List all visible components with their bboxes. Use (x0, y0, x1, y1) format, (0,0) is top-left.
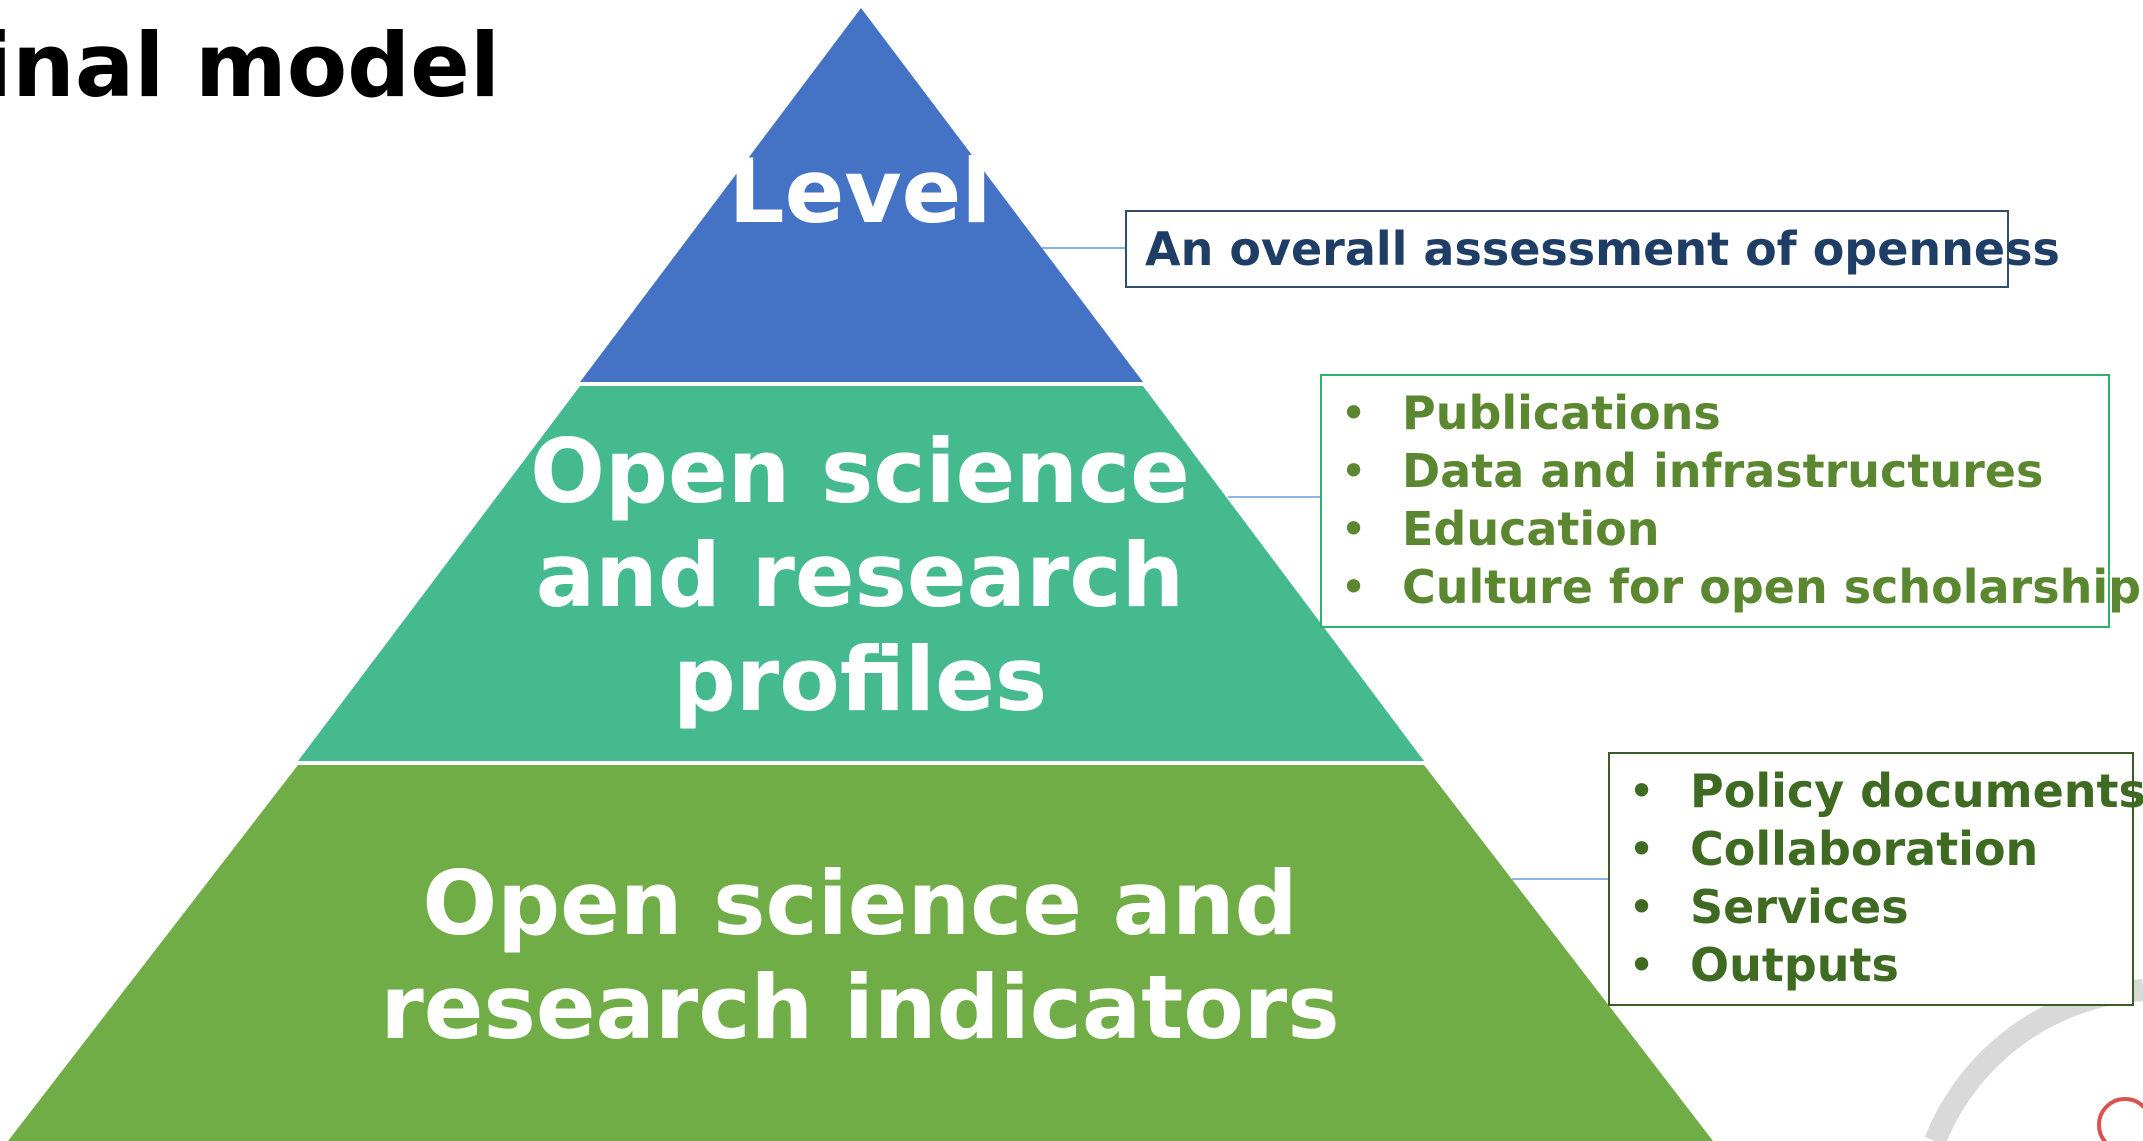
pyramid-tier-top (580, 8, 1143, 382)
slide-title: inal model (0, 14, 500, 117)
callout-box-overall: An overall assessment of openness (1125, 210, 2060, 288)
list-item-text: Services (1690, 880, 1909, 934)
list-item-text: Education (1402, 502, 1660, 556)
bullet: • (1340, 502, 1368, 556)
list-item-text: Publications (1402, 386, 1721, 440)
list-item: • Publications (1340, 384, 2108, 442)
list-item: • Outputs (1628, 936, 2132, 994)
bullet: • (1340, 560, 1368, 614)
list-item: • Data and infrastructures (1340, 442, 2108, 500)
tier-label-indicators: Open science and research indicators (380, 852, 1340, 1059)
pyramid-tier-middle (298, 386, 1424, 761)
callout-text-overall: An overall assessment of openness (1145, 222, 2060, 276)
list-item: • Education (1340, 500, 2108, 558)
list-item: • Services (1628, 878, 2132, 936)
list-item-text: Culture for open scholarship (1402, 560, 2142, 614)
callout-box-profiles: •Publications •Data and infrastructures … (1320, 374, 2141, 628)
list-item-text: Outputs (1690, 938, 1899, 992)
tier-label-level: Level (728, 140, 992, 243)
logo-watermark-arc (1924, 979, 2143, 1141)
bullet: • (1628, 880, 1656, 934)
tier-label-profiles: Open science and research profiles (530, 420, 1190, 731)
bullet: • (1340, 386, 1368, 440)
bullet: • (1340, 444, 1368, 498)
list-item-text: Data and infrastructures (1402, 444, 2044, 498)
bullet: • (1628, 938, 1656, 992)
list-item: • Culture for open scholarship (1340, 558, 2141, 616)
bullet: • (1628, 822, 1656, 876)
bullet: • (1628, 764, 1656, 818)
list-item-text: Policy documents (1690, 764, 2143, 818)
callout-box-indicators: • Policy documents • Collaboration • Servic… (1608, 752, 2143, 1006)
list-item: • Policy documents (1628, 762, 2143, 820)
logo-watermark-circle (2097, 1097, 2143, 1141)
list-item-text: Collaboration (1690, 822, 2039, 876)
list-item: • Collaboration (1628, 820, 2132, 878)
pyramid-tier-bottom (8, 765, 1713, 1141)
